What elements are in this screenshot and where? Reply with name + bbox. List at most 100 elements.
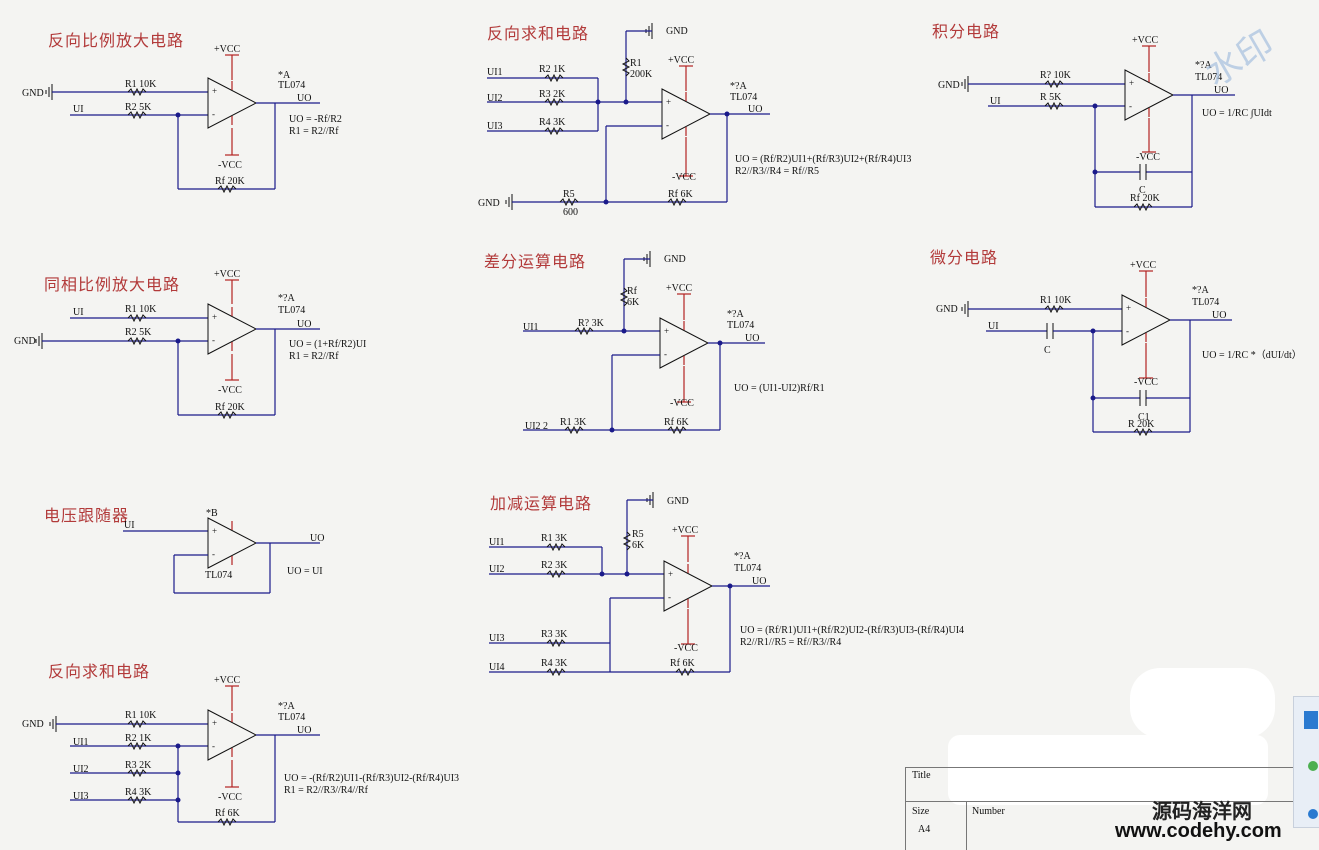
equation-line: R1 = R2//R3//R4//Rf (284, 785, 368, 796)
svg-text:C: C (1044, 345, 1051, 356)
svg-text:GND: GND (478, 198, 500, 209)
svg-text:R4 3K: R4 3K (539, 117, 566, 128)
title-block-title-label: Title (912, 770, 931, 781)
redaction-blob (948, 735, 1268, 805)
title-block-divider (906, 801, 1319, 802)
svg-text:200K: 200K (630, 69, 653, 80)
floating-sidebar-widget[interactable] (1293, 696, 1319, 828)
equation-line: UO = (UI1-UI2)Rf/R1 (734, 383, 825, 394)
green-dot-icon (1308, 761, 1318, 771)
svg-text:R2 1K: R2 1K (539, 64, 566, 75)
title-block-size-value: A4 (918, 824, 931, 835)
site-watermark-url: www.codehy.com (1115, 820, 1282, 842)
svg-text:UI2: UI2 (489, 564, 505, 575)
svg-text:*?A: *?A (727, 309, 744, 320)
svg-text:+VCC: +VCC (214, 44, 241, 55)
svg-text:UO: UO (1212, 310, 1226, 321)
svg-text:R3 2K: R3 2K (539, 89, 566, 100)
svg-text:+VCC: +VCC (668, 55, 695, 66)
svg-text:UO: UO (297, 93, 311, 104)
svg-text:-VCC: -VCC (674, 643, 698, 654)
svg-text:-VCC: -VCC (218, 160, 242, 171)
svg-text:TL074: TL074 (734, 563, 761, 574)
svg-text:TL074: TL074 (278, 80, 305, 91)
svg-text:*?A: *?A (1192, 285, 1209, 296)
title-block-number-label: Number (972, 806, 1005, 817)
equation-inverting-summer: UO = -(Rf/R2)UI1-(Rf/R3)UI2-(Rf/R4)UI3 R… (284, 773, 459, 797)
svg-text:*A: *A (278, 70, 291, 81)
svg-text:UI2: UI2 (73, 764, 89, 775)
svg-text:UI3: UI3 (487, 121, 503, 132)
svg-text:6K: 6K (627, 297, 640, 308)
svg-text:GND: GND (14, 336, 36, 347)
svg-text:R2 5K: R2 5K (125, 102, 152, 113)
svg-text:*B: *B (206, 508, 218, 519)
svg-text:-VCC: -VCC (1136, 152, 1160, 163)
svg-text:*?A: *?A (1195, 60, 1212, 71)
svg-text:-VCC: -VCC (670, 398, 694, 409)
svg-text:UI: UI (124, 520, 135, 531)
svg-text:+VCC: +VCC (672, 525, 699, 536)
svg-text:UI3: UI3 (489, 633, 505, 644)
svg-text:*?A: *?A (730, 81, 747, 92)
title-integrator: 积分电路 (932, 22, 1001, 41)
svg-text:Rf 6K: Rf 6K (215, 808, 241, 819)
title-inverting-summer: 反向求和电路 (48, 662, 151, 681)
svg-text:R4 3K: R4 3K (541, 658, 568, 669)
svg-text:R3 2K: R3 2K (125, 760, 152, 771)
svg-text:R1 3K: R1 3K (541, 533, 568, 544)
svg-text:R5: R5 (563, 189, 575, 200)
title-summing-circuit: 反向求和电路 (487, 24, 590, 43)
svg-text:GND: GND (666, 26, 688, 37)
svg-text:-VCC: -VCC (218, 385, 242, 396)
equation-line: R2//R3//R4 = Rf//R5 (735, 166, 819, 177)
title-noninverting-amplifier: 同相比例放大电路 (44, 275, 181, 294)
svg-text:R? 3K: R? 3K (578, 318, 605, 329)
title-differentiator: 微分电路 (930, 248, 999, 267)
circuit-add-subtract: GND R5 6K UI1 UI2 UI3 UI4 R1 3K R2 3K R3… (489, 491, 770, 676)
svg-text:R4 3K: R4 3K (125, 787, 152, 798)
circuit-integrator: GND UI R? 10K R 5K +VCC -VCC C Rf 20K *?… (938, 35, 1235, 211)
title-inverting-amplifier: 反向比例放大电路 (48, 31, 185, 50)
title-differential-amplifier: 差分运算电路 (484, 252, 587, 271)
equation-noninverting-amplifier: UO = (1+Rf/R2)UI R1 = R2//Rf (289, 339, 366, 363)
svg-text:GND: GND (664, 254, 686, 265)
svg-text:R1 10K: R1 10K (125, 304, 157, 315)
svg-text:Rf 20K: Rf 20K (215, 402, 246, 413)
svg-text:R 20K: R 20K (1128, 419, 1155, 430)
title-voltage-follower: 电压跟随器 (44, 506, 130, 525)
svg-text:GND: GND (938, 80, 960, 91)
svg-text:Rf 20K: Rf 20K (215, 176, 246, 187)
svg-text:R 5K: R 5K (1040, 92, 1062, 103)
equation-noninverting-summer: UO = (Rf/R2)UI1+(Rf/R3)UI2+(Rf/R4)UI3 R2… (735, 154, 911, 178)
equation-line: UO = 1/RC ∫UIdt (1202, 108, 1272, 119)
svg-text:GND: GND (22, 719, 44, 730)
svg-text:TL074: TL074 (278, 305, 305, 316)
equation-differential-amplifier: UO = (UI1-UI2)Rf/R1 (734, 383, 825, 395)
svg-text:GND: GND (22, 88, 44, 99)
equation-line: R1 = R2//Rf (289, 351, 339, 362)
equation-line: UO = 1/RC *（dUI/dt） (1202, 350, 1302, 361)
svg-text:TL074: TL074 (727, 320, 754, 331)
equation-line: UO = (Rf/R2)UI1+(Rf/R3)UI2+(Rf/R4)UI3 (735, 154, 912, 165)
svg-text:600: 600 (563, 207, 578, 218)
svg-text:GND: GND (936, 304, 958, 315)
k-icon[interactable] (1304, 711, 1318, 729)
blue-dot-icon (1308, 809, 1318, 819)
svg-text:UI: UI (990, 96, 1001, 107)
site-watermark-name: 源码海洋网 (1152, 799, 1252, 823)
title-block: Title Size A4 Number (905, 767, 1319, 850)
svg-text:UO: UO (748, 104, 762, 115)
svg-text:R1 3K: R1 3K (560, 417, 587, 428)
svg-text:TL074: TL074 (1195, 72, 1222, 83)
svg-text:6K: 6K (632, 540, 645, 551)
svg-text:R1 10K: R1 10K (125, 79, 157, 90)
svg-text:-VCC: -VCC (1134, 377, 1158, 388)
svg-text:C: C (1139, 185, 1146, 196)
svg-text:UO: UO (310, 533, 324, 544)
svg-text:Rf: Rf (627, 286, 638, 297)
svg-text:UO: UO (297, 319, 311, 330)
svg-text:UI: UI (73, 307, 84, 318)
